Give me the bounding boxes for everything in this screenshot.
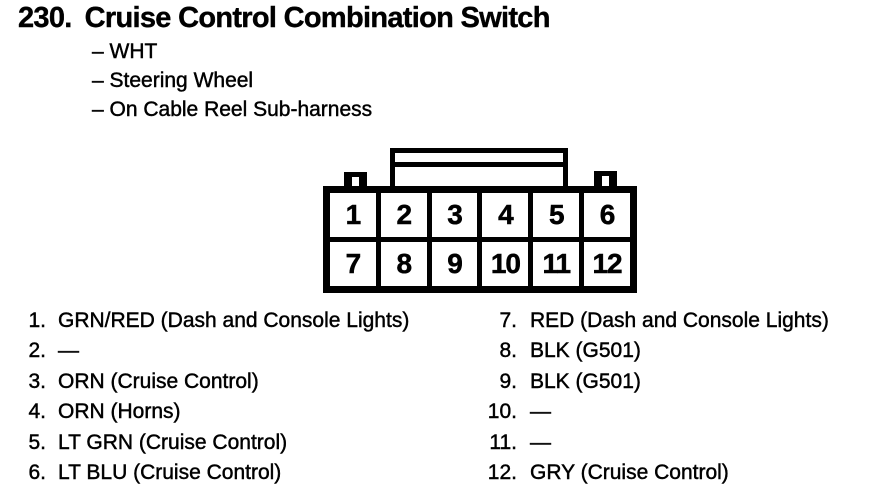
pin-row-9: 9. BLK (G501) (462, 367, 829, 397)
pin-cell-5: 5 (533, 193, 580, 237)
pin-cell-12: 12 (584, 242, 630, 286)
connector-tab-left-notch (352, 177, 359, 189)
pin-row-10: 10. — (462, 397, 829, 427)
pin-description: LT BLU (Cruise Control) (58, 461, 282, 485)
pin-description: GRY (Cruise Control) (530, 461, 729, 485)
figure-number: 230. (18, 2, 73, 34)
pin-cell-9: 9 (431, 242, 478, 286)
pin-number: 8. (499, 339, 517, 363)
pin-number: 11. (489, 430, 517, 454)
connector-body: 1 2 3 4 5 6 7 8 9 10 11 12 (323, 186, 637, 293)
pin-list-left: 1. GRN/RED (Dash and Console Lights) 2. … (18, 306, 409, 488)
pin-cell-8: 8 (380, 242, 427, 286)
pin-number: 3. (28, 369, 46, 393)
connector-tab-left (344, 172, 367, 189)
pin-cell-7: 7 (330, 242, 376, 286)
pin-cell-1: 1 (330, 193, 376, 237)
note-harness: – On Cable Reel Sub-harness (92, 98, 373, 121)
page-title: 230. Cruise Control Combination Switch (18, 2, 551, 35)
pin-description: — (58, 339, 79, 363)
pin-list-right: 7. RED (Dash and Console Lights) 8. BLK … (462, 306, 829, 488)
pin-cell-11: 11 (533, 242, 580, 286)
connector-latch-divider (395, 162, 563, 167)
pin-number: 4. (28, 400, 46, 424)
pin-row-6: 6. LT BLU (Cruise Control) (18, 458, 409, 488)
note-color: – WHT (92, 40, 158, 63)
pin-cell-2: 2 (380, 193, 427, 237)
pin-row-3: 3. ORN (Cruise Control) (18, 367, 409, 397)
pin-number: 5. (28, 430, 46, 454)
pin-description: RED (Dash and Console Lights) (530, 309, 829, 332)
pin-cell-10: 10 (482, 242, 529, 286)
pin-row-4: 4. ORN (Horns) (18, 397, 409, 427)
pin-description: — (530, 430, 551, 454)
pin-row-11: 11. — (462, 428, 829, 458)
note-location: – Steering Wheel (92, 69, 254, 92)
pin-cell-4: 4 (482, 193, 529, 237)
pin-description: ORN (Horns) (58, 400, 181, 424)
pin-cell-6: 6 (584, 193, 630, 237)
pin-description: BLK (G501) (530, 369, 641, 393)
pin-description: GRN/RED (Dash and Console Lights) (58, 309, 410, 332)
pin-description: — (530, 400, 551, 424)
pin-description: ORN (Cruise Control) (58, 369, 259, 393)
pin-row-1: 1. GRN/RED (Dash and Console Lights) (18, 306, 409, 336)
pin-number: 12. (487, 461, 518, 485)
pin-row-7: 7. RED (Dash and Console Lights) (462, 306, 829, 336)
pin-number: 10. (487, 400, 518, 424)
pin-row-2: 2. — (18, 336, 409, 366)
pin-number: 6. (28, 461, 46, 485)
pin-row-12: 12. GRY (Cruise Control) (462, 458, 829, 488)
pin-number: 7. (499, 309, 517, 332)
pin-description: LT GRN (Cruise Control) (58, 430, 288, 454)
pin-number: 2. (28, 339, 46, 363)
pin-description: BLK (G501) (530, 339, 641, 363)
pin-cell-3: 3 (431, 193, 478, 237)
connector-notes: – WHT – Steering Wheel – On Cable Reel S… (92, 37, 373, 124)
connector-tab-right-notch (602, 176, 609, 188)
figure-title: Cruise Control Combination Switch (84, 2, 550, 34)
pin-row-5: 5. LT GRN (Cruise Control) (18, 428, 409, 458)
pin-row-8: 8. BLK (G501) (462, 336, 829, 366)
pin-number: 9. (499, 369, 517, 393)
pin-number: 1. (28, 309, 46, 332)
connector-tab-right (594, 171, 617, 188)
